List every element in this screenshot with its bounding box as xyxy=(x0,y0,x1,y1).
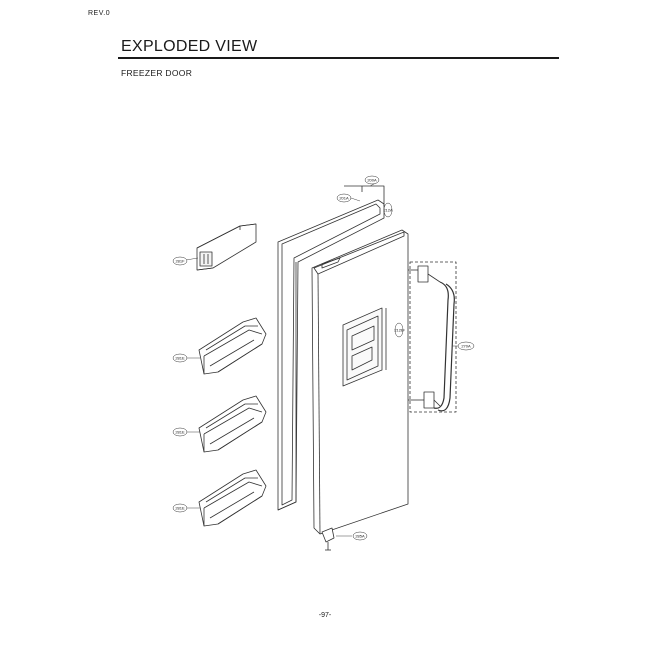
top-bracket xyxy=(344,185,385,206)
callout-label-gasket-top: 212A xyxy=(383,208,393,213)
door-bin-2 xyxy=(198,395,267,453)
hinge-cap xyxy=(321,527,335,551)
callout-label-gasket: 201A xyxy=(339,196,349,201)
title-underline xyxy=(118,57,559,59)
page-title: EXPLODED VIEW xyxy=(121,38,258,55)
callout-label-bin-1: 281E xyxy=(175,356,185,361)
callout-label-bin-2: 281E xyxy=(175,430,185,435)
callout-bin-1 xyxy=(172,353,188,363)
callout-hinge-cap xyxy=(352,531,368,541)
freezer-door-panel xyxy=(311,229,409,535)
callout-cap xyxy=(394,322,404,338)
callout-bin-2 xyxy=(172,427,188,437)
callout-label-handle: 270A xyxy=(461,344,471,349)
door-bin-3 xyxy=(198,469,267,527)
door-bin-1 xyxy=(198,317,267,375)
section-subtitle: FREEZER DOOR xyxy=(121,68,193,78)
callout-gasket xyxy=(336,193,352,203)
callout-label-bin-3: 281E xyxy=(175,506,185,511)
door-bin-small xyxy=(196,223,257,271)
callout-handle xyxy=(457,341,475,351)
callout-label-cap: 212B xyxy=(394,328,404,333)
callout-label-top-assembly: 200A xyxy=(367,178,377,183)
page-number: -97- xyxy=(318,612,332,619)
callout-gasket-top xyxy=(383,202,393,218)
callout-top-assembly xyxy=(364,175,380,185)
callout-bin-3 xyxy=(172,503,188,513)
callout-label-bin-small: 281F xyxy=(175,259,185,264)
callout-bin-small xyxy=(172,256,188,266)
handle-assembly xyxy=(408,261,457,413)
door-gasket xyxy=(277,199,385,511)
revision-mark: REV.0 xyxy=(88,10,111,17)
callout-label-hinge-cap: 285A xyxy=(355,534,365,539)
